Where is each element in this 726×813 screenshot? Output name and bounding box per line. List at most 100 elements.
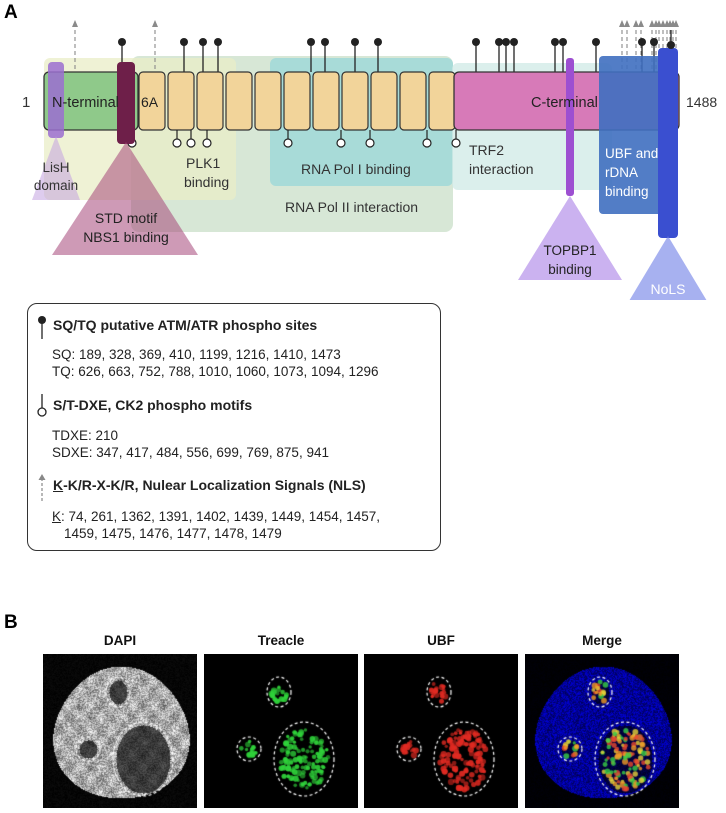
n-terminal-label: N-terminal [52, 95, 119, 111]
end-residue-label: 1488 [686, 94, 717, 110]
dapi-title: DAPI [103, 633, 137, 648]
sqtq-site-pin [472, 38, 480, 46]
repeat-unit [399, 71, 427, 131]
sdxe-sites: SDXE: 347, 417, 484, 556, 699, 769, 875,… [52, 445, 329, 460]
nls-arrow-head [633, 20, 639, 27]
ubf-image [364, 654, 518, 808]
n-terminal-domain [43, 71, 139, 131]
nls-arrow-head [660, 20, 666, 27]
dapi-image [43, 654, 197, 808]
ck2-site-pin [422, 138, 432, 148]
ubf-label-line1: UBF and [605, 146, 658, 161]
ck2-site-pin [451, 138, 461, 148]
sqtq-site-pin [502, 38, 510, 46]
sqtq-site-pin [199, 38, 207, 46]
lish-label-line1: LisH [42, 160, 69, 175]
ck2-site-pin [336, 138, 346, 148]
panel-a-label: A [4, 2, 18, 23]
sqtq-site-pin [180, 38, 188, 46]
nls-title-k: K [53, 477, 64, 493]
plk1-label-line2: binding [184, 174, 229, 190]
nols-end-pin [667, 41, 675, 49]
merge-image [525, 654, 679, 808]
repeat-unit [254, 71, 282, 131]
ck2-legend-title: S/T-DXE, CK2 phospho motifs [53, 397, 253, 413]
topbp1-triangle [518, 196, 622, 280]
nls-arrow-head [619, 20, 625, 27]
repeat-unit [283, 71, 311, 131]
nls-arrow-head [649, 20, 655, 27]
repeat-unit [428, 71, 456, 131]
nols-triangle [629, 236, 707, 300]
repeat-unit [341, 71, 369, 131]
ubf-label-line2: rDNA [605, 165, 638, 180]
ubf-title: UBF [427, 633, 455, 648]
sqtq-site-pin [374, 38, 382, 46]
lish-domain-bar [48, 62, 64, 138]
ck2-site-pin [172, 138, 182, 148]
lish-triangle [32, 136, 80, 200]
repeat-unit [370, 71, 398, 131]
start-residue-label: 1 [22, 94, 30, 111]
pin-filled-icon [38, 316, 46, 339]
nls-arrow-head [152, 20, 158, 27]
pol2-label: RNA Pol II interaction [285, 199, 418, 215]
sqtq-site-pin [638, 38, 646, 46]
sqtq-site-group [118, 38, 658, 72]
nls-arrow-head [72, 20, 78, 27]
sqtq-legend-title: SQ/TQ putative ATM/ATR phospho sites [53, 317, 318, 333]
topbp1-bar [566, 58, 574, 196]
sqtq-site-pin [510, 38, 518, 46]
trf2-label-line2: interaction [469, 161, 534, 177]
nls-arrow-head [673, 20, 679, 27]
topbp1-label-line2: binding [548, 262, 592, 277]
repeat-group [138, 71, 456, 131]
lish-label-line2: domain [34, 178, 78, 193]
sqtq-site-pin [551, 38, 559, 46]
sqtq-site-pin [495, 38, 503, 46]
treacle-image [204, 654, 358, 808]
repeat-unit [225, 71, 253, 131]
sqtq-site-pin [321, 38, 329, 46]
ck2-site-pin [283, 138, 293, 148]
c-terminal-label: C-terminal [531, 95, 598, 111]
trf2-label-line1: TRF2 [469, 142, 504, 158]
nls-title-rest: -K/R-X-K/R, Nulear Localization Signals … [63, 477, 366, 493]
repeat-unit [167, 71, 195, 131]
nls-arrow-head [656, 20, 662, 27]
sqtq-site-pin [592, 38, 600, 46]
nls-legend-title: K-K/R-X-K/R, Nulear Localization Signals… [53, 477, 366, 493]
sqtq-site-pin [118, 38, 126, 46]
std-label-line2: NBS1 binding [83, 229, 169, 245]
pol1-label: RNA Pol I binding [301, 161, 411, 177]
nls-arrow-head [624, 20, 630, 27]
repeat-unit [196, 71, 224, 131]
nols-label: NoLS [650, 281, 685, 297]
nls-sites-line2: 1459, 1475, 1476, 1477, 1478, 1479 [64, 526, 282, 541]
pin-open-icon [37, 394, 47, 417]
plk1-label-line1: PLK1 [186, 155, 220, 171]
legend-box: SQ/TQ putative ATM/ATR phospho sites SQ:… [27, 303, 441, 551]
panel-b-label: B [4, 612, 18, 633]
treacle-title: Treacle [257, 633, 305, 648]
tq-sites: TQ: 626, 663, 752, 788, 1010, 1060, 1073… [52, 364, 379, 379]
sqtq-site-pin [214, 38, 222, 46]
topbp1-label-line1: TOPBP1 [543, 243, 596, 258]
tdxe-sites: TDXE: 210 [52, 428, 119, 443]
nls-arrow-head [638, 20, 644, 27]
sqtq-site-pin [307, 38, 315, 46]
nls-sites-rest: : 74, 261, 1362, 1391, 1402, 1439, 1449,… [61, 509, 381, 524]
nls-arrow-icon [38, 474, 46, 501]
repeat-unit [312, 71, 340, 131]
sqtq-site-pin [559, 38, 567, 46]
std-triangle [52, 142, 198, 255]
ubf-label-line3: binding [605, 184, 649, 199]
ck2-site-pin [186, 138, 196, 148]
repeat-6a-label: 6A [141, 94, 159, 110]
sqtq-site-pin [351, 38, 359, 46]
merge-title: Merge [582, 633, 622, 648]
repeat-unit [138, 71, 166, 131]
nls-k-underlined: K [52, 509, 62, 524]
sqtq-site-pin [650, 38, 658, 46]
nls-sites-line1: K: 74, 261, 1362, 1391, 1402, 1439, 1449… [52, 509, 380, 524]
